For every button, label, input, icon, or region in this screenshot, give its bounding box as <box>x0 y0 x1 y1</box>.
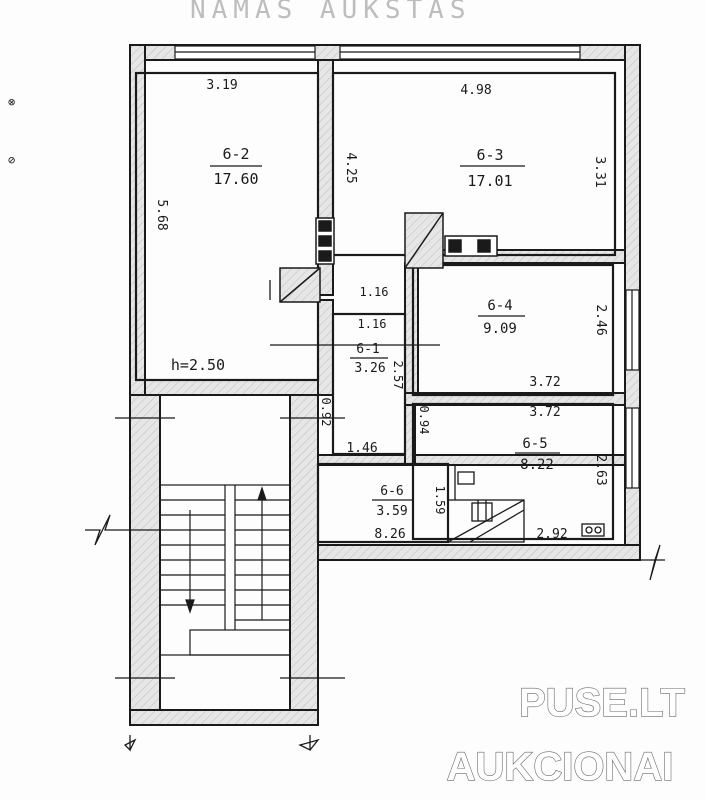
room-id: 6-3 <box>476 146 503 164</box>
watermark: PUSE.LT AUKCIONAI <box>446 680 686 789</box>
dim-r65-top: 3.72 <box>529 405 560 420</box>
room-6-1-outline <box>331 312 407 456</box>
header-text: NAMAS AUKŠTAS <box>190 0 472 25</box>
dim-small-a: 0.92 <box>319 398 333 427</box>
room-6-4: 6-4 9.09 <box>478 298 525 337</box>
room-area: 17.60 <box>213 170 258 188</box>
room-6-2: 6-2 17.60 <box>210 145 262 188</box>
room-6-5: 6-5 8.22 <box>515 436 560 473</box>
room-area: 3.26 <box>354 361 385 376</box>
room-6-3-outline <box>331 71 617 257</box>
room-labels: 6-2 17.60 6-3 17.01 6-4 9.09 6-1 3.26 6-… <box>210 145 560 519</box>
dim-r66-side: 1.59 <box>433 486 447 515</box>
watermark-line2: AUKCIONAI <box>447 745 674 789</box>
room-area: 3.59 <box>376 504 407 519</box>
room-id: 6-5 <box>522 436 547 452</box>
room-6-6: 6-6 3.59 <box>372 484 412 519</box>
dim-r63-right: 3.31 <box>592 156 607 187</box>
dim-r63-left: 4.25 <box>343 152 358 183</box>
room-id: 6-2 <box>222 145 249 163</box>
fixtures <box>447 465 605 543</box>
room-id: 6-4 <box>487 298 512 314</box>
room-6-4-outline <box>411 263 615 397</box>
room-id: 6-1 <box>356 342 379 357</box>
stairs <box>159 484 291 656</box>
dim-r65-bottom: 2.92 <box>536 527 567 542</box>
dim-r62-height: 5.68 <box>154 199 169 230</box>
room-6-1: 6-1 3.26 <box>350 342 388 376</box>
margin-mark: ⊗ <box>8 95 15 109</box>
dim-r62-width: 3.19 <box>206 78 237 93</box>
dim-hall-b: 1.16 <box>358 317 387 331</box>
dimension-labels: 3.19 5.68 h=2.50 4.98 4.25 3.31 1.16 1.1… <box>154 78 608 542</box>
room-area: 9.09 <box>483 321 517 337</box>
vent-blocks <box>279 212 498 303</box>
room-6-3: 6-3 17.01 <box>460 146 525 190</box>
margin-mark: ⊘ <box>8 153 15 167</box>
watermark-line1: PUSE.LT <box>519 681 685 725</box>
dim-small-b: 0.94 <box>417 406 431 435</box>
dim-hall-a: 1.16 <box>360 285 389 299</box>
dim-r66-bottom: 8.26 <box>374 527 405 542</box>
dim-ceiling: h=2.50 <box>171 356 225 374</box>
dim-r64-height: 2.46 <box>593 304 608 335</box>
dim-r65-right: 2.63 <box>593 454 608 485</box>
dim-hall-bottom: 1.46 <box>346 441 377 456</box>
dim-r63-width: 4.98 <box>460 83 491 98</box>
room-6-5-outline <box>411 402 615 541</box>
dim-r64-bottom: 3.72 <box>529 375 560 390</box>
dim-r61-side: 2.57 <box>391 361 405 390</box>
room-id: 6-6 <box>380 484 403 499</box>
walls <box>129 44 641 726</box>
room-area: 8.22 <box>520 457 554 473</box>
break-lines <box>85 280 665 752</box>
windows <box>174 45 640 489</box>
room-area: 17.01 <box>467 172 512 190</box>
